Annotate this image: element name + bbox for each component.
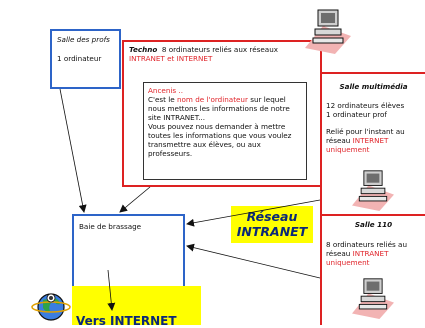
computer-icon — [352, 278, 394, 319]
techno-header: Techno 8 ordinateurs reliés aux réseaux — [129, 45, 315, 54]
vers-internet-label: Vers INTERNET — [76, 314, 177, 328]
salle-des-profs-box: Salle des profs 1 ordinateur — [50, 29, 121, 89]
ancenis-label: Ancenis .. — [148, 86, 183, 95]
techno-title: Techno — [129, 45, 158, 54]
ancenis-paragraph-2: Vous pouvez nous demander à mettre toute… — [148, 122, 292, 158]
salle-des-profs-count: 1 ordinateur — [57, 54, 102, 63]
ancenis-note: Ancenis .. C'est le nom de l'ordinateur … — [143, 82, 307, 180]
salle-des-profs-title: Salle des profs — [57, 35, 110, 44]
baie-de-brassage-label: Baie de brassage — [79, 222, 142, 231]
reseau-intranet-line1: Réseau — [246, 209, 298, 224]
ancenis-p1-end: sur lequel nous mettons les informations… — [148, 95, 290, 122]
salle-multimedia-network: INTERNET — [352, 136, 389, 145]
salle-multimedia-title: Salle multimédia — [339, 82, 408, 91]
computer-icon — [305, 9, 351, 54]
salle-multimedia-teacher: 1 ordinateur prof — [326, 110, 387, 119]
arrow-techno-to-baie — [119, 186, 151, 213]
arrow-profs-to-baie — [59, 88, 87, 213]
techno-desc: 8 ordinateurs reliés aux réseaux — [161, 45, 279, 54]
salle-110-desc: 8 ordinateurs reliés au réseau INTRANET — [326, 240, 421, 258]
computer-icon — [352, 170, 394, 211]
salle-multimedia-unique: uniquement — [326, 145, 370, 154]
arrow-salle110-to-baie — [186, 243, 321, 279]
salle-multimedia-link: Relié pour l'instant au réseau INTERNET — [326, 127, 421, 145]
salle-multimedia-students: 12 ordinateurs élèves — [326, 101, 405, 110]
ancenis-paragraph-1: C'est le nom de l'ordinateur sur lequel … — [148, 95, 302, 122]
salle-110-unique: uniquement — [326, 258, 370, 267]
salle-110-network: INTRANET — [352, 249, 389, 258]
globe-icon — [31, 293, 71, 321]
ancenis-computer-name: nom de l'ordinateur — [176, 95, 248, 104]
ancenis-p1-start: C'est le — [148, 95, 177, 104]
reseau-intranet-line2: INTRANET — [236, 224, 308, 239]
vers-internet-banner: Vers INTERNET — [72, 286, 201, 328]
salle-multimedia-link-text: Relié pour l'instant au réseau — [326, 127, 405, 145]
techno-box: Techno 8 ordinateurs reliés aux réseaux … — [122, 40, 322, 187]
salle-110-desc-text: 8 ordinateurs reliés au réseau — [326, 240, 408, 258]
techno-networks: INTRANET et INTERNET — [129, 54, 213, 63]
salle-110-title: Salle 110 — [354, 220, 393, 229]
reseau-intranet-banner: Réseau INTRANET — [231, 206, 313, 243]
salle-multimedia-box: Salle multimédia 12 ordinateurs élèves 1… — [320, 72, 425, 214]
